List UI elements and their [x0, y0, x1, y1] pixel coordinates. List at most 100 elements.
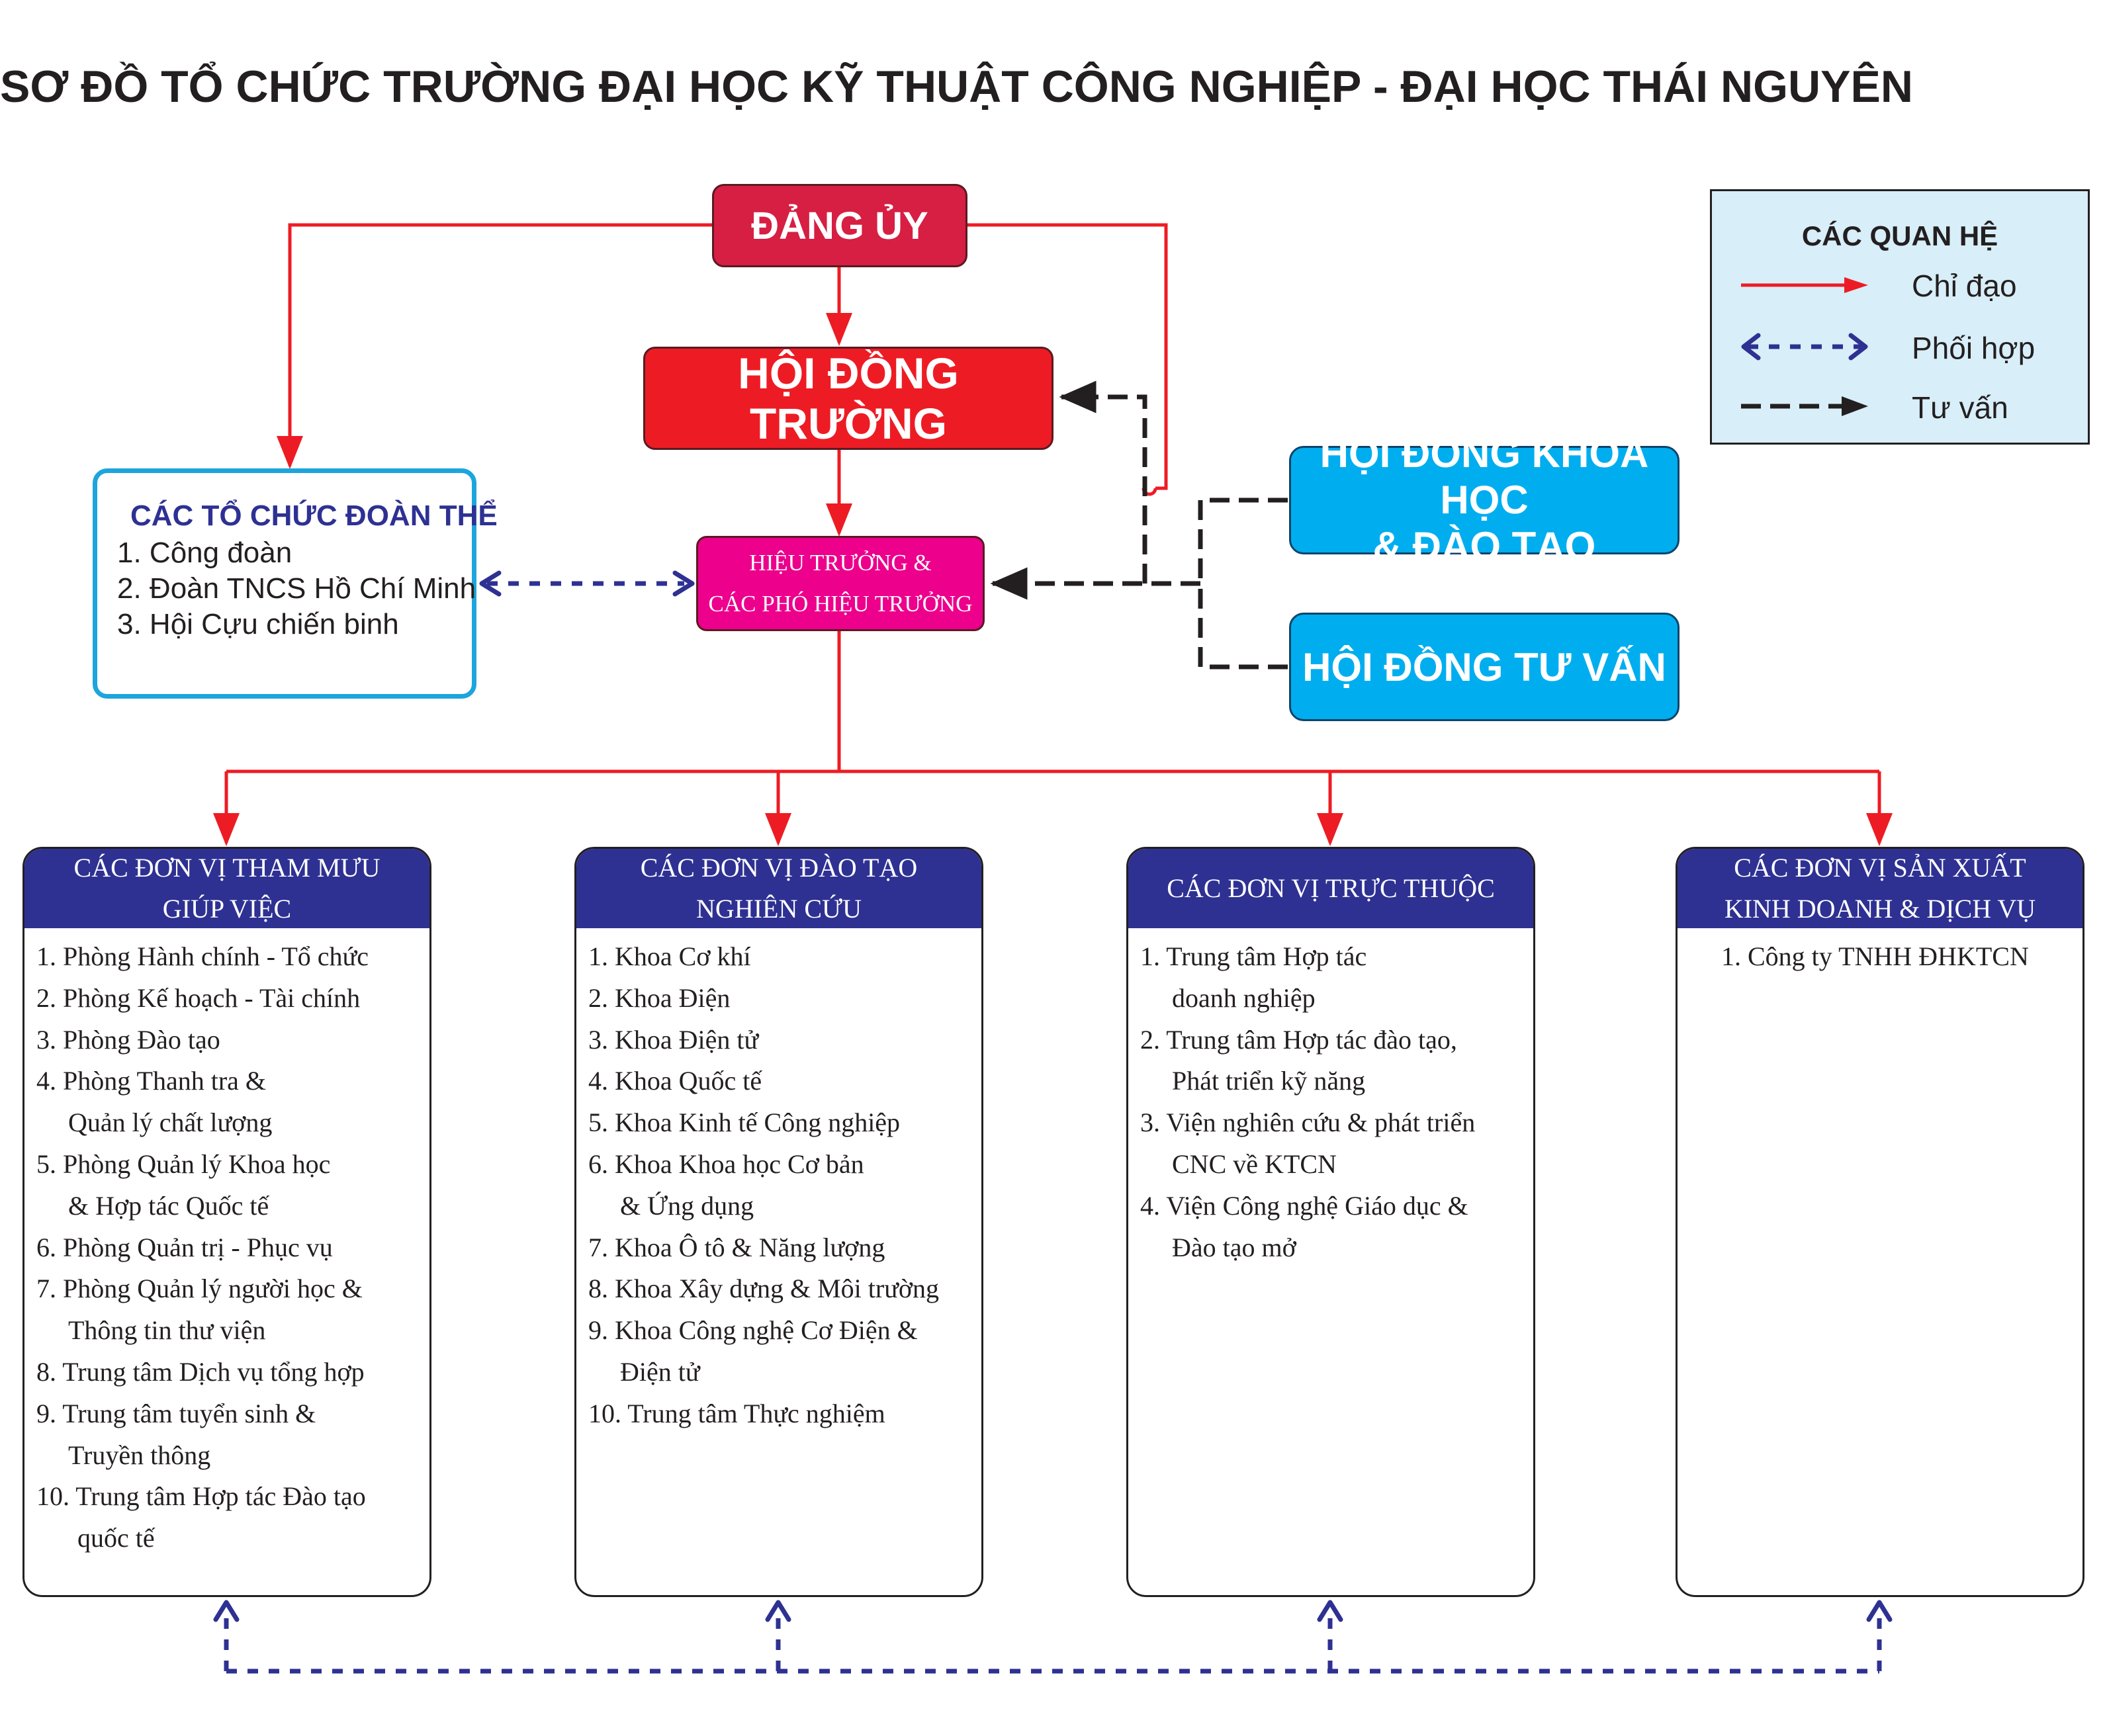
list-item-text: 5. Phòng Quản lý Khoa học [36, 1149, 331, 1179]
list-item-continuation: Thông tin thư viện [68, 1315, 266, 1346]
list-item-text: 4. Khoa Quốc tế [588, 1066, 762, 1096]
list-item: 10. Trung tâm Thực nghiệm [588, 1393, 981, 1435]
unit-training-box: CÁC ĐƠN VỊ ĐÀO TẠO NGHIÊN CỨU 1. Khoa Cơ… [574, 847, 983, 1597]
list-item-text: 5. Khoa Kinh tế Công nghiệp [588, 1107, 901, 1138]
list-item-text: 8. Khoa Xây dựng & Môi trường [588, 1274, 940, 1304]
list-item-continuation: Điện tử [620, 1356, 700, 1387]
list-item-continuation: doanh nghiệp [1172, 982, 1316, 1013]
list-item: 6. Phòng Quản trị - Phục vụ [36, 1227, 429, 1269]
advisory-lines [990, 380, 1288, 670]
list-item-text: 8. Trung tâm Dịch vụ tổng hợp [36, 1356, 365, 1387]
unions-title: CÁC TỔ CHỨC ĐOÀN THỂ [130, 499, 498, 532]
list-item: 7. Khoa Ô tô & Năng lượng [588, 1227, 981, 1269]
advisory-to-council-line [1059, 380, 1147, 584]
legend-box: CÁC QUAN HỆ Chỉ đạo Phối hợp Tư vấn [1710, 189, 2090, 445]
list-item-text: 9. Khoa Công nghệ Cơ Điện & [588, 1315, 918, 1346]
list-item-text: 1. Trung tâm Hợp tác [1140, 941, 1367, 971]
unit-title-line-1: CÁC ĐƠN VỊ THAM MƯU [73, 853, 381, 883]
rector-line-1: HIỆU TRƯỞNG & [749, 550, 932, 576]
list-item-text: 10. Trung tâm Hợp tác Đào tạo [36, 1481, 366, 1512]
list-item-text: 2. Phòng Kế hoạch - Tài chính [36, 982, 361, 1013]
list-item: 1. Phòng Hành chính - Tổ chức [36, 936, 429, 978]
unit-title-line-2: NGHIÊN CỨU [696, 894, 862, 924]
list-item-text: 4. Viện Công nghệ Giáo dục & [1140, 1190, 1468, 1221]
unit-affiliated-box: CÁC ĐƠN VỊ TRỰC THUỘC 1. Trung tâm Hợp t… [1126, 847, 1535, 1597]
list-item-text: 3. Khoa Điện tử [588, 1024, 759, 1055]
rector-coordination-arrowhead [672, 570, 695, 597]
list-item: 6. Khoa Khoa học Cơ bản & Ứng dụng [588, 1144, 981, 1227]
unit-3-coordination-arrowhead [1317, 1600, 1343, 1622]
list-item-text: 7. Khoa Ô tô & Năng lượng [588, 1232, 885, 1262]
list-item: 4. Khoa Quốc tế [588, 1061, 981, 1102]
page-title: SƠ ĐỒ TỔ CHỨC TRƯỜNG ĐẠI HỌC KỸ THUẬT CÔ… [0, 62, 1913, 112]
list-item-text: 7. Phòng Quản lý người học & [36, 1274, 363, 1304]
list-item-text: 10. Trung tâm Thực nghiệm [588, 1398, 885, 1428]
list-item-text: 3. Viện nghiên cứu & phát triển [1140, 1107, 1476, 1138]
science-council-box: HỘI ĐỒNG KHOA HỌC & ĐÀO TẠO [1289, 431, 1680, 568]
advisory-council-link [1198, 584, 1288, 670]
legend-directive-arrow-icon [1741, 277, 1868, 293]
list-item: 10. Trung tâm Hợp tác Đào tạo quốc tế [36, 1476, 429, 1559]
unions-item: 2. Đoàn TNCS Hồ Chí Minh [117, 572, 476, 605]
list-item: 4. Viện Công nghệ Giáo dục &Đào tạo mở [1140, 1186, 1533, 1269]
list-item: 9. Khoa Công nghệ Cơ Điện & Điện tử [588, 1310, 981, 1393]
list-item-text: 1. Công ty TNHH ĐHKTCN [1721, 941, 2029, 971]
unit-staff-box: CÁC ĐƠN VỊ THAM MƯU GIÚP VIỆC 1. Phòng H… [22, 847, 431, 1597]
party-to-unions-line [277, 223, 712, 469]
list-item: 3. Phòng Đào tạo [36, 1020, 429, 1061]
party-committee-box: ĐẢNG ỦY [712, 184, 967, 267]
list-item-text: 6. Khoa Khoa học Cơ bản [588, 1149, 864, 1179]
list-item: 9. Trung tâm tuyển sinh &Truyền thông [36, 1393, 429, 1477]
unit-list: 1. Khoa Cơ khí 2. Khoa Điện 3. Khoa Điện… [576, 928, 981, 1435]
list-item: 8. Khoa Xây dựng & Môi trường [588, 1268, 981, 1310]
list-item-continuation: CNC về KTCN [1172, 1149, 1337, 1179]
science-council-link [1198, 498, 1288, 584]
unit-list: 1. Công ty TNHH ĐHKTCN [1678, 928, 2083, 978]
list-item: 4. Phòng Thanh tra &Quản lý chất lượng [36, 1061, 429, 1144]
list-item-text: 2. Khoa Điện [588, 982, 731, 1013]
unit-header: CÁC ĐƠN VỊ ĐÀO TẠO NGHIÊN CỨU [576, 849, 981, 928]
unit-header: CÁC ĐƠN VỊ SẢN XUẤT KINH DOANH & DỊCH VỤ [1678, 849, 2083, 928]
legend-advisory-label: Tư vấn [1912, 390, 2008, 425]
list-item: 2. Trung tâm Hợp tác đào tạo, Phát triển … [1140, 1020, 1533, 1103]
advisory-council-label: HỘI ĐỒNG TƯ VẤN [1302, 644, 1666, 689]
unit-2-coordination-arrowhead [765, 1600, 791, 1622]
unions-item: 3. Hội Cựu chiến binh [117, 608, 399, 640]
unit-header: CÁC ĐƠN VỊ TRỰC THUỘC [1128, 849, 1533, 928]
list-item-text: 4. Phòng Thanh tra & [36, 1066, 267, 1096]
unions-coordination-arrowhead [479, 570, 502, 597]
list-item: 2. Phòng Kế hoạch - Tài chính [36, 978, 429, 1020]
advisory-council-box: HỘI ĐỒNG TƯ VẤN [1289, 613, 1680, 721]
party-to-rector-line [967, 223, 1168, 490]
list-item: 3. Khoa Điện tử [588, 1020, 981, 1061]
list-item: 1. Khoa Cơ khí [588, 936, 981, 978]
list-item-continuation: & Ứng dụng [620, 1190, 754, 1221]
list-item-text: 1. Phòng Hành chính - Tổ chức [36, 941, 369, 971]
directive-lines [213, 223, 1893, 846]
unit-business-box: CÁC ĐƠN VỊ SẢN XUẤT KINH DOANH & DỊCH VỤ… [1676, 847, 2084, 1597]
list-item: 5. Phòng Quản lý Khoa học & Hợp tác Quốc … [36, 1144, 429, 1227]
list-item-text: 2. Trung tâm Hợp tác đào tạo, [1140, 1024, 1457, 1055]
science-council-line-2: & ĐÀO TẠO [1372, 524, 1596, 568]
rector-line-2: CÁC PHÓ HIỆU TRƯỞNG [708, 591, 973, 617]
unit-title-line-2: GIÚP VIỆC [162, 894, 292, 924]
science-council-line-1: HỘI ĐỒNG KHOA HỌC [1320, 431, 1649, 522]
unions-box: CÁC TỔ CHỨC ĐOÀN THỂ 1. Công đoàn 2. Đoà… [93, 468, 498, 699]
unit-title-line-1: CÁC ĐƠN VỊ SẢN XUẤT [1734, 853, 2026, 883]
list-item-continuation: & Hợp tác Quốc tế [68, 1190, 269, 1221]
school-council-label: HỘI ĐỒNG TRƯỜNG [738, 349, 959, 448]
list-item: 1. Công ty TNHH ĐHKTCN [1721, 936, 2083, 978]
list-item: 1. Trung tâm Hợp tác doanh nghiệp [1140, 936, 1533, 1020]
list-item-text: 6. Phòng Quản trị - Phục vụ [36, 1232, 333, 1262]
school-council-box: HỘI ĐỒNG TRƯỜNG [643, 347, 1053, 450]
list-item-continuation: quốc tế [77, 1523, 155, 1553]
legend-directive-label: Chỉ đạo [1912, 269, 2017, 303]
list-item: 2. Khoa Điện [588, 978, 981, 1020]
unit-title-line-2: KINH DOANH & DỊCH VỤ [1724, 894, 2036, 924]
list-item-continuation: Phát triển kỹ năng [1172, 1066, 1366, 1096]
unions-item: 1. Công đoàn [117, 537, 292, 569]
unit-title-line-1: CÁC ĐƠN VỊ TRỰC THUỘC [1167, 873, 1495, 903]
unit-header: CÁC ĐƠN VỊ THAM MƯU GIÚP VIỆC [24, 849, 429, 928]
